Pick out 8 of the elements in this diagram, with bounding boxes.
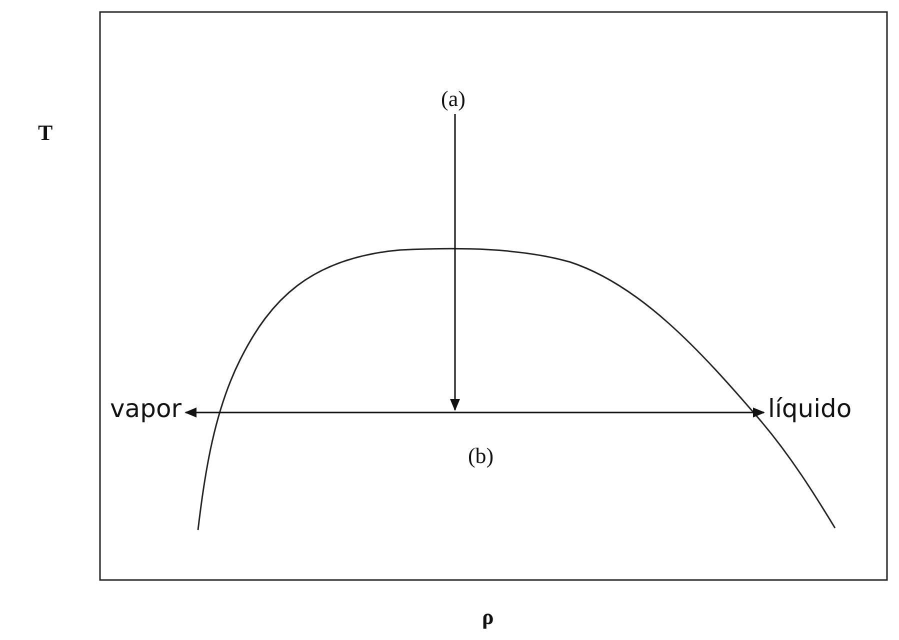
axis-label: T bbox=[38, 122, 53, 144]
arrow bbox=[184, 408, 765, 418]
point-label: (a) bbox=[441, 88, 466, 110]
phase-label: líquido bbox=[768, 396, 852, 421]
axis-label: ρ bbox=[482, 606, 494, 628]
arrow bbox=[450, 114, 460, 411]
edge-label: (b) bbox=[468, 444, 494, 466]
phase-label: vapor bbox=[110, 396, 182, 421]
